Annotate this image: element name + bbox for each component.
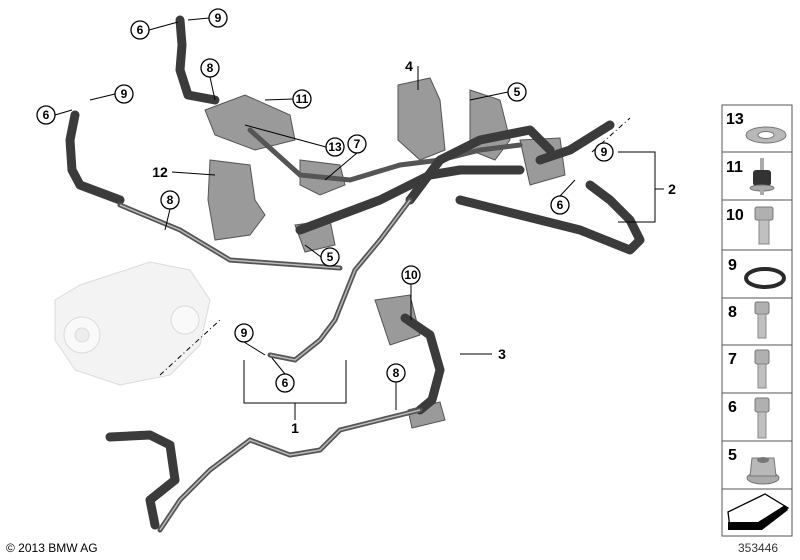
callout-12: 12 <box>152 164 168 180</box>
callout-11: 11 <box>292 89 312 109</box>
callout-9: 9 <box>114 84 134 104</box>
callout-8: 8 <box>160 190 180 210</box>
svg-text:9: 9 <box>241 326 248 340</box>
socket-head-screw-icon <box>754 349 770 389</box>
svg-text:10: 10 <box>726 207 744 224</box>
svg-text:9: 9 <box>728 257 737 274</box>
svg-text:6: 6 <box>728 399 737 416</box>
svg-text:9: 9 <box>121 87 128 101</box>
callout-8: 8 <box>386 363 406 383</box>
callout-5: 5 <box>507 82 527 102</box>
svg-text:5: 5 <box>728 447 737 464</box>
callout-3: 3 <box>498 346 506 362</box>
svg-text:13: 13 <box>726 111 744 128</box>
svg-text:11: 11 <box>726 159 743 176</box>
svg-text:13: 13 <box>328 140 342 154</box>
panel-item-10: 10 <box>726 206 774 245</box>
svg-text:9: 9 <box>601 145 608 159</box>
panel-item-6: 6 <box>728 397 770 439</box>
svg-text:10: 10 <box>404 268 418 282</box>
svg-text:6: 6 <box>137 23 144 37</box>
svg-text:6: 6 <box>557 198 564 212</box>
callout-6: 6 <box>275 373 295 393</box>
svg-text:7: 7 <box>354 137 361 151</box>
svg-text:8: 8 <box>167 193 174 207</box>
panel-item-8: 8 <box>728 301 770 339</box>
callout-6: 6 <box>550 195 570 215</box>
callout-7: 7 <box>347 134 367 154</box>
hoses <box>65 15 645 533</box>
flange-nut-icon <box>746 457 780 485</box>
callout-9: 9 <box>594 142 614 162</box>
svg-text:11: 11 <box>296 92 309 106</box>
svg-text:8: 8 <box>207 61 214 75</box>
callout-6: 6 <box>130 20 150 40</box>
panel-item-7: 7 <box>728 349 770 389</box>
direction-arrow-icon <box>727 493 790 530</box>
svg-text:8: 8 <box>393 366 400 380</box>
callout-10: 10 <box>401 265 421 285</box>
o-ring-icon <box>744 267 786 289</box>
copyright-text: © 2013 BMW AG <box>6 541 98 555</box>
callout-2: 2 <box>668 181 676 197</box>
circled-callouts: 6 9 8 11 6 9 13 7 8 5 5 9 6 10 9 6 8 <box>36 8 614 393</box>
panel-item-5: 5 <box>728 447 780 485</box>
callout-13: 13 <box>325 137 345 157</box>
svg-text:5: 5 <box>514 85 521 99</box>
svg-text:6: 6 <box>282 376 289 390</box>
callout-8: 8 <box>200 58 220 78</box>
panel-item-13: 13 <box>726 111 787 144</box>
svg-text:5: 5 <box>327 250 334 264</box>
callout-9: 9 <box>208 8 228 28</box>
hex-bolt-icon <box>754 301 770 339</box>
svg-text:9: 9 <box>215 11 222 25</box>
parts-panel: 13 11 10 9 8 7 6 5 <box>721 104 793 537</box>
callout-5: 5 <box>320 247 340 267</box>
bold-callouts: 12 4 2 3 1 <box>152 58 676 436</box>
callout-6: 6 <box>36 105 56 125</box>
socket-head-screw-icon <box>754 397 770 439</box>
svg-text:6: 6 <box>43 108 50 122</box>
callout-4: 4 <box>405 58 413 74</box>
rubber-mount-icon <box>749 158 775 195</box>
panel-item-11: 11 <box>726 158 775 195</box>
svg-text:8: 8 <box>728 304 737 321</box>
callout-9: 9 <box>234 323 254 343</box>
callout-1: 1 <box>291 420 299 436</box>
svg-text:7: 7 <box>728 351 737 368</box>
diagram-number: 353446 <box>738 541 779 555</box>
panel-item-9: 9 <box>728 257 786 289</box>
hex-bolt-icon <box>754 206 774 245</box>
power-steering-pump <box>54 261 211 386</box>
